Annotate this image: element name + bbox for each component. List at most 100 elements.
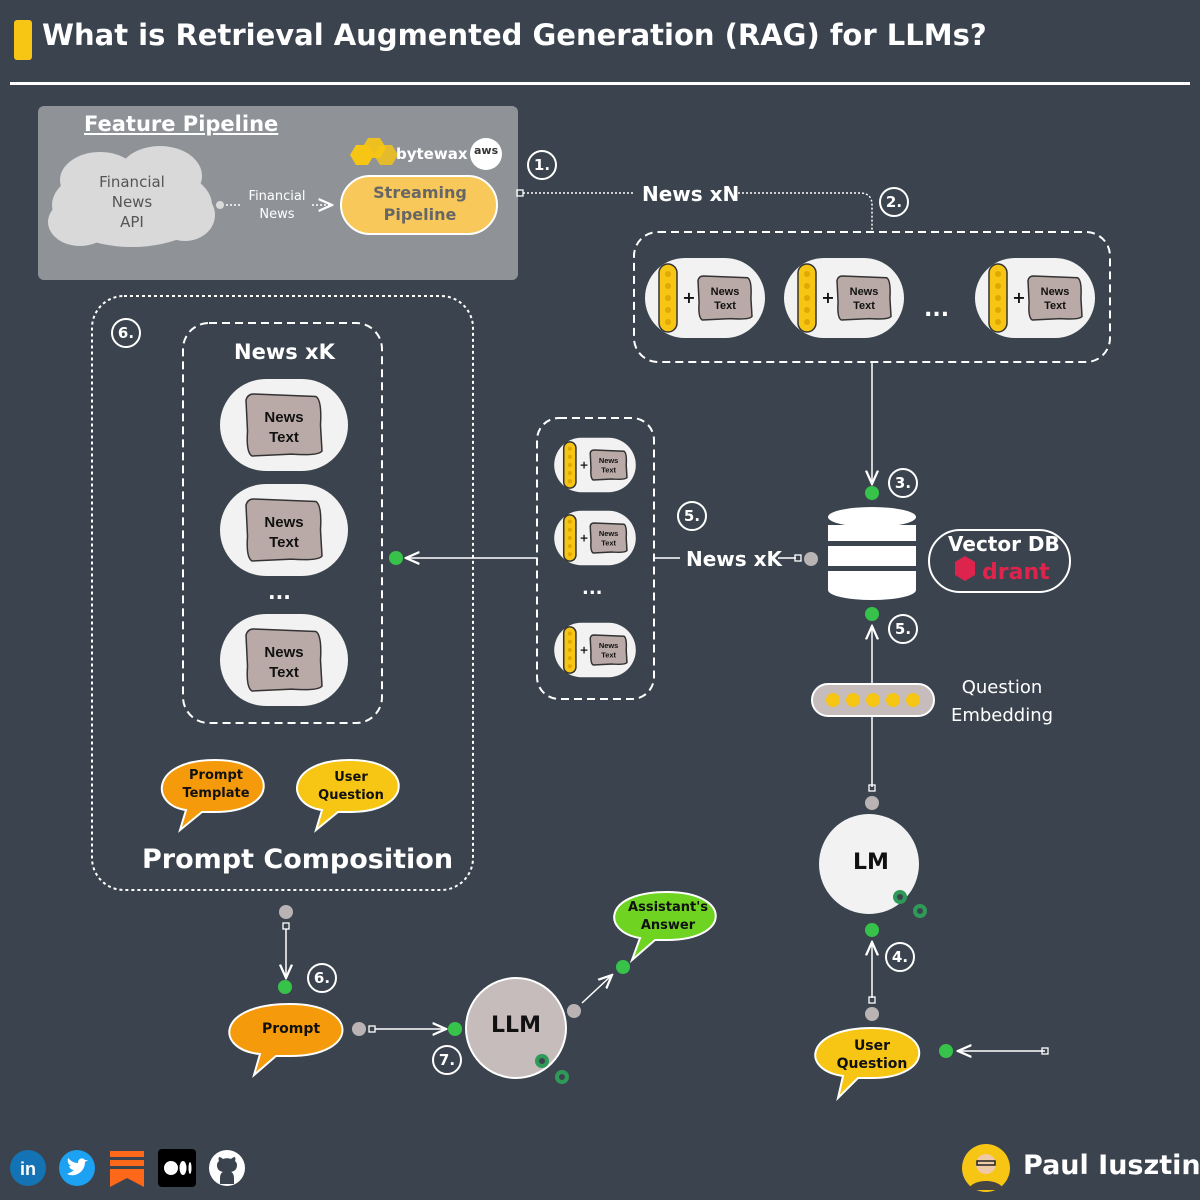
news-text-label: Text (601, 538, 616, 547)
step-badge (527, 150, 557, 180)
news-text-label: Text (269, 664, 299, 681)
question-embedding-label: Question Embedding (950, 677, 1054, 726)
step-badge (888, 614, 918, 644)
linkedin-icon[interactable]: in (8, 1148, 48, 1188)
aws-label: aws (474, 144, 499, 157)
title-divider (10, 82, 1190, 85)
step-badge (677, 501, 707, 531)
lm-node (819, 814, 919, 914)
step-6b-label: 6. (313, 969, 331, 987)
vector-db-icon (828, 507, 916, 600)
financial-news-api-cloud (48, 146, 215, 247)
step-badge (888, 468, 918, 498)
news-text-label: News (850, 286, 879, 298)
news-text-label: News (711, 286, 740, 298)
prompt-template-label: Prompt Template (182, 768, 250, 801)
step-7-label: 7. (438, 1051, 456, 1069)
news-xn-label: News xN (642, 182, 740, 206)
vector-db-label: Vector DB (948, 532, 1060, 556)
step-badge (432, 1045, 462, 1075)
aws-logo (470, 138, 502, 170)
user-question-bubble (814, 1026, 921, 1102)
author-name: Paul Iusztin (1023, 1150, 1200, 1181)
substack-icon[interactable] (107, 1148, 147, 1188)
plus-sign: + (580, 643, 589, 656)
page-title: What is Retrieval Augmented Generation (… (42, 18, 987, 52)
llm-node (465, 977, 567, 1079)
streaming-pipeline-label: Streaming Pipeline (373, 183, 467, 224)
news-stack-ellipsis: ... (268, 580, 291, 604)
step-badge (885, 942, 915, 972)
news-text-label: News (599, 641, 619, 650)
prompt-bubble (228, 1002, 344, 1078)
news-text-label: News (264, 644, 303, 661)
step-badge (111, 318, 141, 348)
vector-db-label-pill (928, 529, 1071, 593)
plus-sign: + (1012, 288, 1025, 307)
plus-sign: + (580, 531, 589, 544)
lm-label: LM (853, 850, 889, 875)
news-text-label: News (599, 529, 619, 538)
chunks-ellipsis: ... (924, 297, 950, 322)
news-text-label: News (599, 456, 619, 465)
news-text-label: Text (853, 300, 875, 312)
plus-sign: + (821, 288, 834, 307)
prompt-label: Prompt (261, 1021, 321, 1037)
news-text-label: Text (269, 534, 299, 551)
news-xk-panel (182, 322, 383, 724)
news-text-label: News (264, 514, 303, 531)
svg-text:in: in (20, 1159, 36, 1179)
news-text-label: Text (601, 465, 616, 474)
title-accent-bar (14, 20, 32, 60)
qdrant-icon (955, 556, 975, 581)
news-text-label: Text (1044, 300, 1066, 312)
plus-sign: + (682, 288, 695, 307)
news-text-label: Text (601, 650, 616, 659)
twitter-icon[interactable] (57, 1148, 97, 1188)
retrieved-chunks-ellipsis: ... (582, 578, 603, 599)
prompt-user-question-label: User Question (318, 770, 384, 803)
news-text-label: Text (714, 300, 736, 312)
assistant-answer-label: Assistant's Answer (628, 900, 708, 933)
user-question-label: User Question (836, 1038, 908, 1072)
news-text-label: Text (269, 429, 299, 446)
streaming-pipeline-node (340, 175, 498, 235)
prompt-composition-panel (91, 295, 474, 891)
bytewax-logo (350, 138, 398, 165)
bytewax-label: bytewax (396, 145, 468, 163)
llm-label: LLM (491, 1013, 541, 1038)
qdrant-brand-label: drant (982, 560, 1050, 585)
step-badge (307, 963, 337, 993)
medium-icon[interactable] (157, 1148, 197, 1188)
financial-news-api-label: Financial News API (99, 173, 165, 231)
financial-news-edge-label: Financial News (248, 189, 306, 222)
step-5a-label: 5. (683, 507, 701, 525)
step-6a-label: 6. (117, 324, 135, 342)
news-text-label: News (264, 409, 303, 426)
step-3-label: 3. (894, 474, 912, 492)
step-2-label: 2. (885, 193, 903, 211)
plus-sign: + (580, 458, 589, 471)
github-icon[interactable] (207, 1148, 247, 1188)
avatar (962, 1144, 1010, 1192)
news-text-label: News (1041, 286, 1070, 298)
feature-pipeline-title: Feature Pipeline (84, 112, 279, 136)
step-5b-label: 5. (894, 620, 912, 638)
assistant-answer-bubble (613, 890, 717, 964)
prompt-composition-title: Prompt Composition (142, 844, 454, 875)
prompt-template-bubble (161, 758, 265, 833)
step-badge (879, 187, 909, 217)
prompt-user-question-bubble (296, 758, 400, 833)
news-xk-title: News xK (234, 340, 335, 364)
step-4-label: 4. (891, 948, 909, 966)
